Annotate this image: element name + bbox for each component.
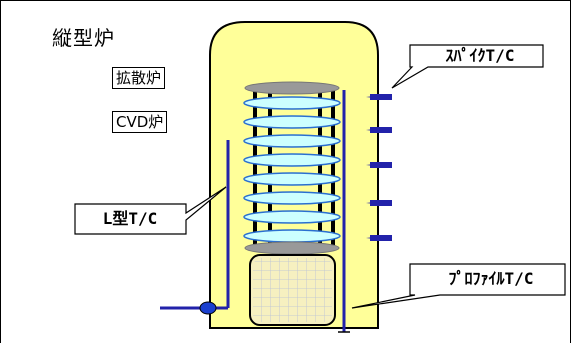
- callout-spike-tc-label: ｽﾊﾟｲｸT/C: [445, 46, 515, 65]
- wafer: [243, 96, 341, 110]
- label-diffusion-furnace: 拡散炉: [112, 67, 166, 89]
- valve-icon: [199, 301, 217, 315]
- boat-bottom-plate: [244, 241, 340, 255]
- callout-profile-tc-label: ﾌﾟﾛﾌｧｲﾙT/C: [448, 269, 534, 288]
- label-cvd-furnace: CVD炉: [112, 111, 168, 133]
- wafer: [243, 210, 341, 224]
- callout-profile-tc: [351, 263, 566, 309]
- boat-top-plate: [244, 81, 340, 95]
- callout-spike-tc: [391, 44, 544, 89]
- page-title: 縦型炉: [52, 26, 115, 50]
- wafer: [243, 191, 341, 205]
- wafer: [243, 115, 341, 129]
- callout-l-type-tc: [74, 186, 227, 235]
- callout-l-type-tc-label: L型T/C: [102, 209, 158, 228]
- wafer: [243, 229, 341, 243]
- wafers: [243, 96, 341, 243]
- wafer: [243, 153, 341, 167]
- spike-thermocouples: [366, 94, 392, 241]
- wafer: [243, 172, 341, 186]
- wafer: [243, 134, 341, 148]
